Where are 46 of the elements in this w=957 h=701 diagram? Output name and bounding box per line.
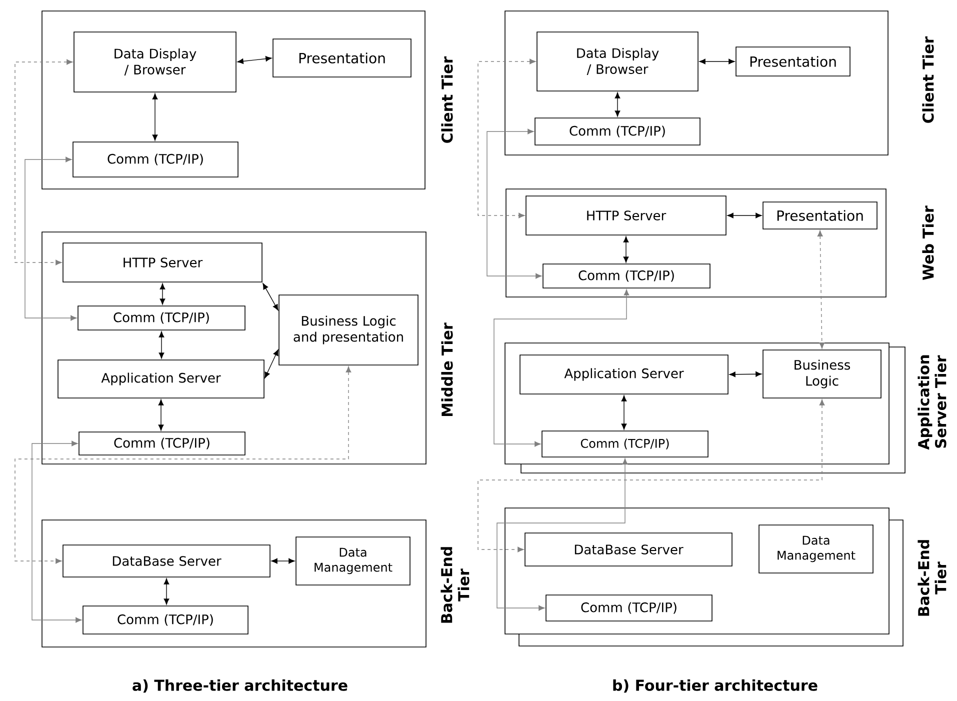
arrow [14,59,73,266]
component-box: Comm (TCP/IP) [534,118,700,146]
caption: a) Three-tier architecture [132,679,348,693]
component-box: Presentation [762,202,878,230]
arrow [164,578,170,605]
arrow [24,156,77,321]
component-box: Data Display / Browser [74,32,236,92]
arrow [271,558,295,564]
component-box: Presentation [736,46,850,76]
component-box: Business Logic and presentation [278,294,418,366]
tier-label: Back-End Tier [918,540,946,616]
tier-label: Client Tier [441,56,453,143]
arrow [623,236,629,263]
tier-label: Application Server Tier [918,355,946,450]
component-box: Comm (TCP/IP) [78,432,246,456]
caption: b) Four-tier architecture [613,679,818,693]
component-box: Presentation [272,38,412,78]
arrow [486,128,542,279]
component-box: Data Display / Browser [536,32,698,92]
component-box: DataBase Server [62,544,270,578]
arrow [264,350,278,378]
arrow [817,230,825,349]
component-box: Comm (TCP/IP) [78,306,246,330]
component-box: Data Management [296,536,410,586]
arrow [237,56,272,64]
arrow [614,92,620,117]
arrow [262,283,278,310]
arrow [699,58,735,64]
component-box: HTTP Server [62,242,262,282]
tier-label: Web Tier [922,206,934,280]
component-box: Application Server [58,360,264,398]
arrow [158,399,164,431]
component-box: Comm (TCP/IP) [542,264,710,288]
arrow [152,93,158,141]
arrow [478,58,536,218]
arrow [32,440,82,623]
arrow [160,283,166,305]
arrow [14,366,352,564]
component-box: Comm (TCP/IP) [72,142,238,178]
component-box: HTTP Server [526,196,726,236]
component-box: Comm (TCP/IP) [82,606,248,634]
tier-label: Back-End Tier [440,547,470,623]
arrow [158,331,164,359]
tier-label: Client Tier [922,36,934,123]
arrow [727,212,762,218]
tier-label: Middle Tier [441,322,453,416]
